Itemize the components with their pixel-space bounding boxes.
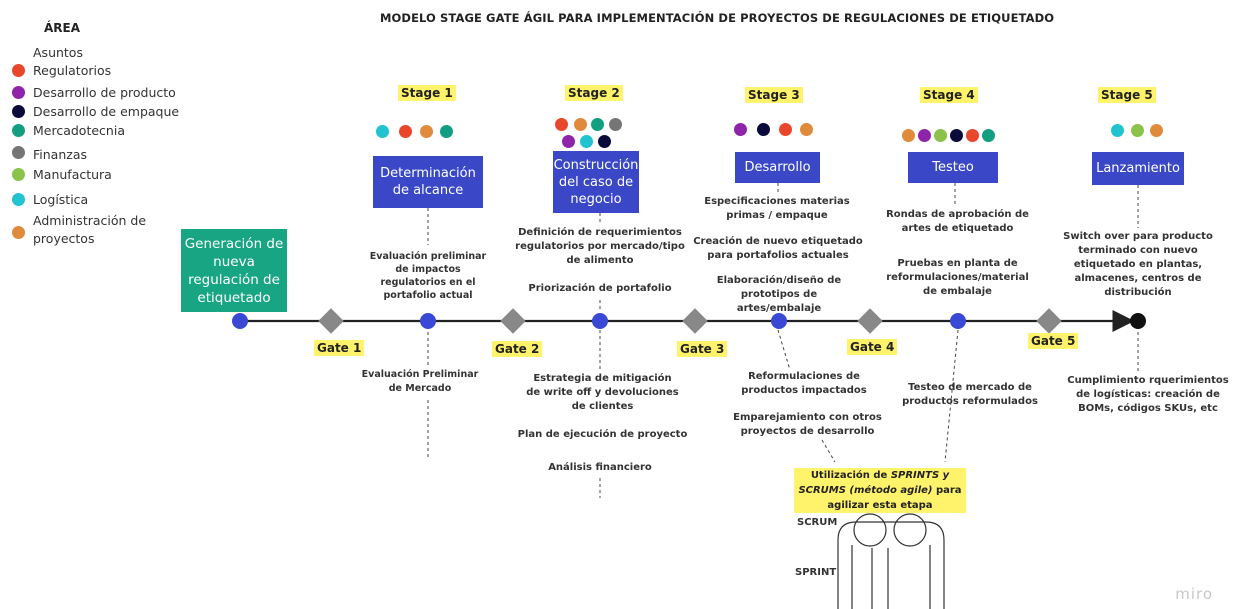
agile-note-suffix: para agilizar esta etapa <box>827 485 962 511</box>
administracion-dot-icon <box>902 129 915 142</box>
administracion-dot-icon <box>574 118 587 131</box>
gate-1-diamond <box>318 308 344 334</box>
gate-5-diamond <box>1036 308 1062 334</box>
start-node <box>232 313 248 329</box>
finanzas-dot-icon <box>609 118 622 131</box>
stage-3-note-above-1: Especificaciones materias primas / empaq… <box>704 196 850 221</box>
legend-item-empaque: Desarrollo de empaque <box>12 103 187 121</box>
empaque-dot-icon <box>598 135 611 148</box>
gate-2-label: Gate 2 <box>492 341 543 357</box>
stage-3-note-above-3: Elaboración/diseño de prototipos de arte… <box>716 275 842 314</box>
navy-dot-icon <box>12 105 25 118</box>
sprint-scrum-loops-icon <box>837 513 945 609</box>
stage-4-note-above-1: Rondas de aprobación de artes de etiquet… <box>886 209 1029 234</box>
logistica-dot-icon <box>376 125 389 138</box>
stage-5-note-above: Switch over para producto terminado con … <box>1063 231 1213 298</box>
agile-note-prefix: Utilización de <box>810 470 891 481</box>
regulatorios-dot-icon <box>779 123 792 136</box>
manufactura-dot-icon <box>1131 124 1144 137</box>
logistica-dot-icon <box>580 135 593 148</box>
stage-5-note-below: Cumplimiento rquerimientos de logísticas… <box>1067 375 1229 414</box>
stage-4-node <box>950 313 966 329</box>
logistica-dot-icon <box>1111 124 1124 137</box>
gate-4-diamond <box>857 308 883 334</box>
gate-3-label: Gate 3 <box>677 341 728 357</box>
scrum-label: SCRUM <box>797 517 838 528</box>
regulatorios-dot-icon <box>555 118 568 131</box>
stage-3-note-above-2: Creación de nuevo etiquetado para portaf… <box>693 236 863 261</box>
producto-dot-icon <box>918 129 931 142</box>
mercadotecnia-dot-icon <box>982 129 995 142</box>
empaque-dot-icon <box>757 123 770 136</box>
legend-item-finanzas: Finanzas <box>12 146 187 164</box>
stage-2-label: Stage 2 <box>565 85 623 101</box>
stage-2-note-below-2: Plan de ejecución de proyecto <box>517 429 688 440</box>
administracion-dot-icon <box>1150 124 1163 137</box>
stage-3-label: Stage 3 <box>745 87 803 103</box>
stage-4-note-below: Testeo de mercado de productos reformula… <box>902 382 1038 407</box>
miro-watermark: miro <box>1175 585 1213 603</box>
stage-5-box: Lanzamiento <box>1092 152 1184 185</box>
agile-note: Utilización de SPRINTS y SCRUMS (método … <box>794 468 966 513</box>
regulatorios-dot-icon <box>966 129 979 142</box>
end-node <box>1130 313 1146 329</box>
stage-4-note-above-2: Pruebas en planta de reformulaciones/mat… <box>886 258 1029 297</box>
regulatorios-dot-icon <box>399 125 412 138</box>
legend-item-logistica: Logística <box>12 191 187 209</box>
stage-2-node <box>592 313 608 329</box>
page-title: MODELO STAGE GATE ÁGIL PARA IMPLEMENTACI… <box>380 11 1055 25</box>
mercadotecnia-dot-icon <box>591 118 604 131</box>
stage-3-note-below-2: Emparejamiento con otros proyectos de de… <box>733 412 882 437</box>
legend-item-mercadotecnia: Mercadotecnia <box>12 122 187 140</box>
stage-2-note-below-3: Análisis financiero <box>548 462 652 473</box>
teal-dot-icon <box>12 124 25 137</box>
gate-1-label: Gate 1 <box>314 340 365 356</box>
stage-3-box: Desarrollo <box>735 152 820 183</box>
stage-1-node <box>420 313 436 329</box>
stage-2-note-above-1: Definición de requerimientos regulatorio… <box>515 227 685 266</box>
green-dot-icon <box>12 168 25 181</box>
stage-1-note-below: Evaluación Preliminar de Mercado <box>361 369 479 394</box>
legend-item-regulatorios: Asuntos Regulatorios <box>12 44 187 80</box>
sprint-label: SPRINT <box>795 567 837 578</box>
gate-5-label: Gate 5 <box>1028 333 1079 349</box>
red-dot-icon <box>12 64 25 77</box>
administracion-dot-icon <box>800 123 813 136</box>
stage-1-note-above: Evaluación preliminar de impactos regula… <box>369 251 487 301</box>
legend-item-administracion: Administración de proyectos <box>12 212 187 248</box>
stage-2-note-above-2: Priorización de portafolio <box>528 283 672 294</box>
producto-dot-icon <box>562 135 575 148</box>
mercadotecnia-dot-icon <box>440 125 453 138</box>
gate-2-diamond <box>500 308 526 334</box>
stage-2-box: Construcción del caso de negocio <box>553 151 639 213</box>
start-box: Generación de nueva regulación de etique… <box>181 229 287 312</box>
agile-note-emphasis: SPRINTS y SCRUMS (método agile) <box>798 470 950 496</box>
dashed-connectors <box>427 183 1139 498</box>
stage-2-note-below-1: Estrategia de mitigación de write off y … <box>526 373 679 412</box>
stage-5-label: Stage 5 <box>1098 87 1156 103</box>
legend-item-manufactura: Manufactura <box>12 166 187 184</box>
legend-title: ÁREA <box>44 21 81 35</box>
purple-dot-icon <box>12 86 25 99</box>
orange-dot-icon <box>12 226 25 239</box>
producto-dot-icon <box>734 123 747 136</box>
stage-1-label: Stage 1 <box>398 85 456 101</box>
stage-3-note-below-1: Reformulaciones de productos impactados <box>741 371 867 396</box>
stage-4-label: Stage 4 <box>920 87 978 103</box>
stage-4-box: Testeo <box>908 152 998 183</box>
stage-1-box: Determinación de alcance <box>373 156 483 208</box>
gate-4-label: Gate 4 <box>847 339 898 355</box>
empaque-dot-icon <box>950 129 963 142</box>
gate-3-diamond <box>682 308 708 334</box>
legend-item-producto: Desarrollo de producto <box>12 84 187 102</box>
administracion-dot-icon <box>420 125 433 138</box>
cyan-dot-icon <box>12 193 25 206</box>
gray-dot-icon <box>12 146 25 159</box>
manufactura-dot-icon <box>934 129 947 142</box>
stage-3-node <box>771 313 787 329</box>
